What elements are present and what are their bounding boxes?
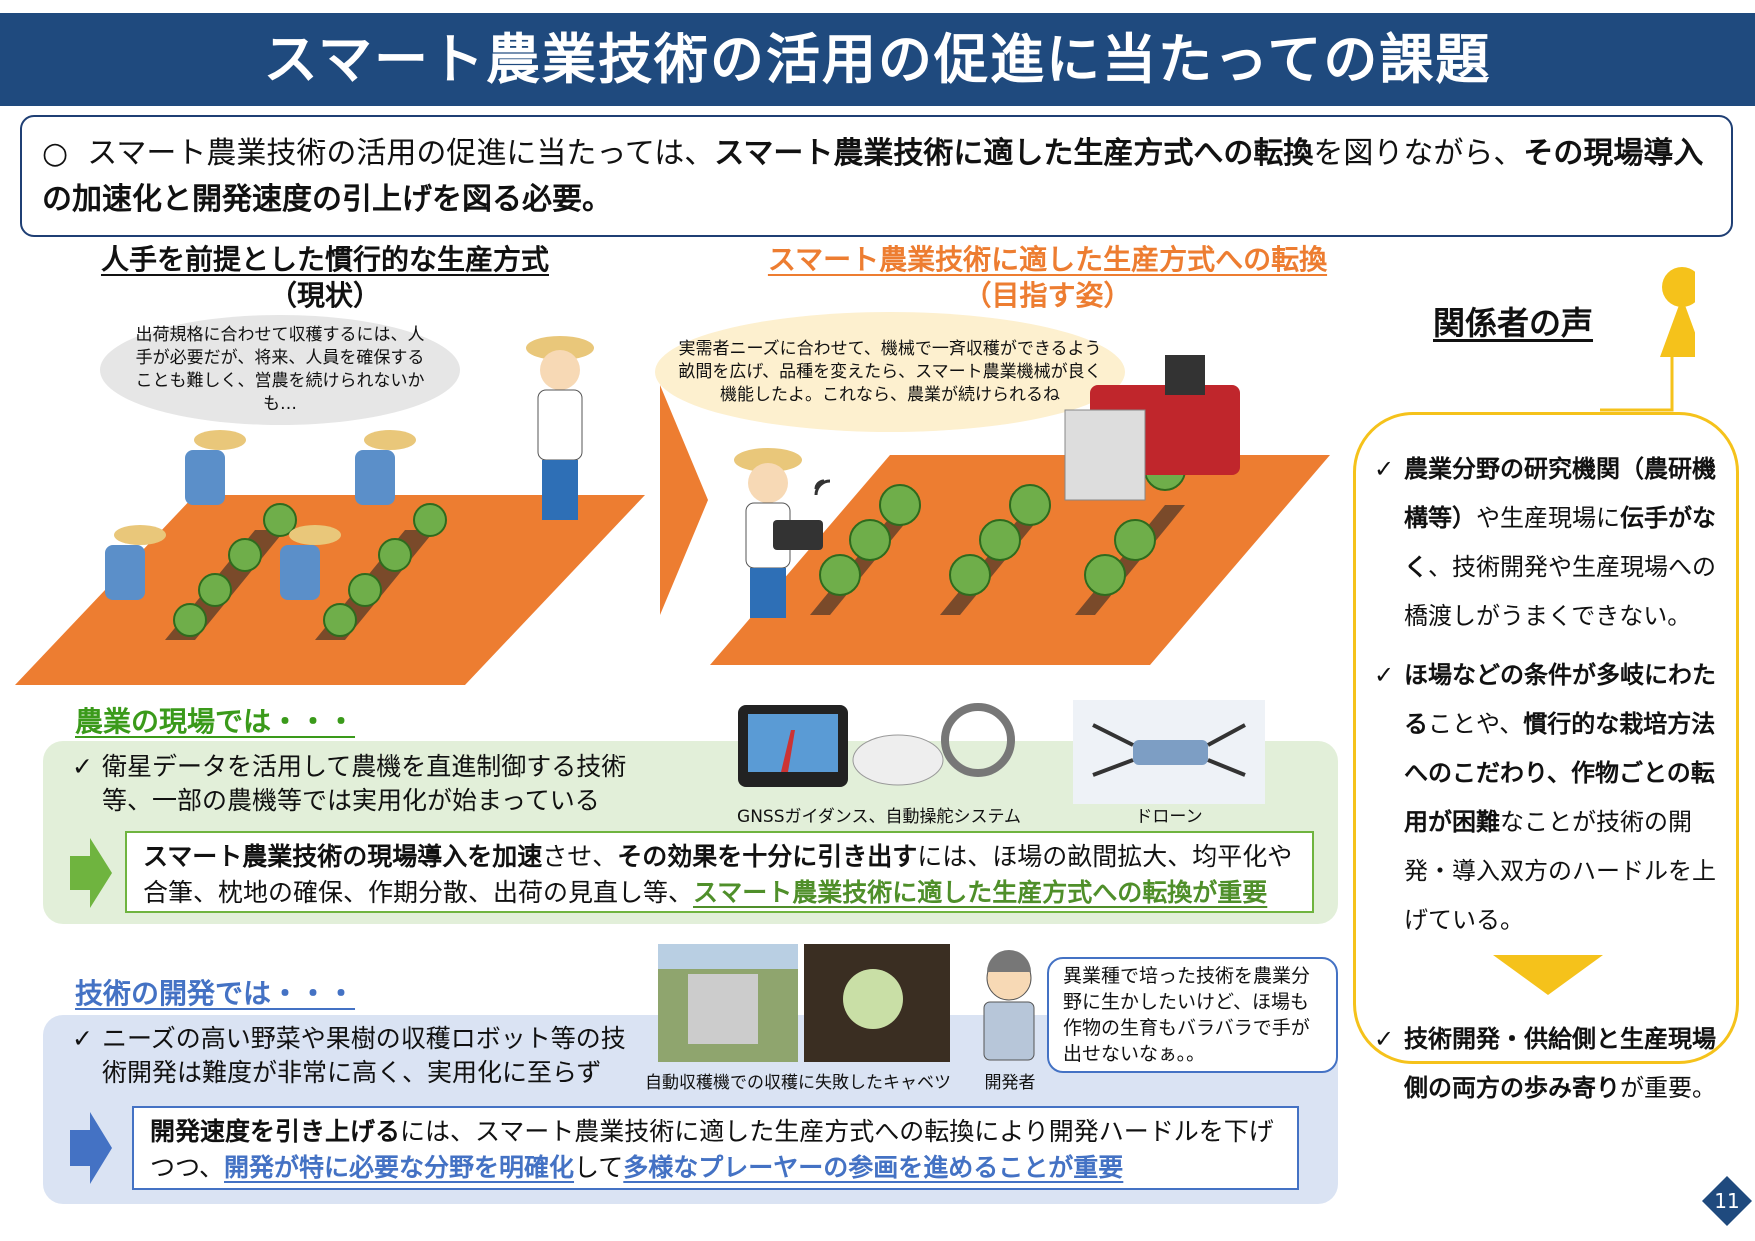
field-point: ✓衛星データを活用して農機を直進制御する技術等、一部の農機等では実用化が始まって…	[72, 752, 627, 815]
smart-field-illustration	[710, 355, 1330, 665]
farmer-speech-bubble: 出荷規格に合わせて収穫するには、人手が必要だが、将来、人員を確保することも難しく…	[100, 315, 460, 425]
blue-arrow-icon	[70, 1112, 112, 1184]
emphasis-text: 開発が特に必要な分野を明確化	[224, 1153, 575, 1182]
voice-item: ほ場などの条件が多岐にわたることや、慣行的な栽培方法へのこだわり、作物ごとの転用…	[1374, 651, 1722, 945]
green-arrow-icon	[70, 838, 112, 908]
summary-text: スマート農業技術の活用の促進に当たっては、	[87, 136, 715, 171]
developer-speech-bubble: 異業種で培った技術を農業分野に生かしたいけど、ほ場も作物の生育もバラバラで手が出…	[1047, 957, 1338, 1073]
field-conclusion-box: スマート農業技術の現場導入を加速させ、その効果を十分に引き出すには、ほ場の畝間拡…	[125, 831, 1314, 913]
gnss-autosteer-photo	[738, 703, 1015, 787]
heading-text: 関係者の声	[1433, 304, 1594, 342]
summary-bold: その現場導入の加速化と開発速度の引上げを図る必要。	[42, 136, 1704, 217]
emphasis-text: スマート農業技術に適した生産方式への転換が重要	[693, 878, 1268, 907]
page-number: 11	[1702, 1176, 1752, 1226]
photo-caption: 自動収穫機での収穫に失敗したキャベツ	[645, 1073, 951, 1093]
heading-text: 人手を前提とした慣行的な生産方式	[100, 243, 549, 276]
bold-text: スマート農業技術の現場導入を加速	[143, 842, 543, 871]
voices-box: 農業分野の研究機関（農研機構等）や生産現場に伝手がなく、技術開発や生産現場への橋…	[1353, 412, 1739, 1102]
voice-bold: 伝手がなく	[1404, 504, 1716, 581]
voice-text: ことや、	[1428, 710, 1524, 738]
point-text: ニーズの高い野菜や果樹の収穫ロボット等の技術開発は難度が非常に高く、実用化に至ら…	[102, 1024, 626, 1087]
developer-caption: 開発者	[984, 1073, 1036, 1093]
text: には、ほ場の畝間拡大、均平化や合筆、枕地の確保、作期分散、出荷の見直し等、	[143, 842, 1293, 907]
heading-text: スマート農業技術に適した生産方式への転換	[767, 243, 1328, 276]
voice-bold: 技術開発・供給側と生産現場側の両方の歩み寄り	[1404, 1025, 1716, 1102]
voice-text: や生産現場に	[1476, 504, 1620, 532]
failed-harvest-photos	[658, 944, 950, 1062]
voice-text: なことが技術の開発・導入双方のハードルを上げている。	[1404, 808, 1716, 934]
heading-text: 技術の開発では・・・	[75, 977, 356, 1010]
page-title: スマート農業技術の活用の促進に当たっての課題	[0, 13, 1755, 106]
voice-text: 、技術開発や生産現場への橋渡しがうまくできない。	[1404, 553, 1716, 630]
heading-sub: （目指す姿）	[963, 279, 1132, 312]
summary-text: を図りながら、	[1313, 136, 1524, 171]
farmer-illustration	[526, 336, 594, 520]
voice-bold: 農業分野の研究機関（農研機構等）	[1404, 455, 1716, 532]
voice-conclusion: 技術開発・供給側と生産現場側の両方の歩み寄りが重要。	[1374, 1015, 1722, 1113]
target-heading: スマート農業技術に適した生産方式への転換（目指す姿）	[740, 242, 1355, 314]
text: には、スマート農業技術に適した生産方式への転換により開発ハードルを下げつつ、	[150, 1117, 1274, 1182]
speaker-icon	[1600, 267, 1695, 412]
speech-text: 異業種で培った技術を農業分野に生かしたいけど、ほ場も作物の生育もバラバラで手が出…	[1063, 965, 1311, 1065]
dev-heading: 技術の開発では・・・	[75, 972, 355, 1012]
speech-text: 出荷規格に合わせて収穫するには、人手が必要だが、将来、人員を確保することも難しく…	[135, 325, 425, 414]
point-text: 衛星データを活用して農機を直進制御する技術等、一部の農機等では実用化が始まってい…	[102, 752, 627, 815]
drone-caption: ドローン	[1135, 807, 1203, 827]
summary-bold: スマート農業技術に適した生産方式への転換	[714, 136, 1314, 171]
farmer-speech-bubble: 実需者ニーズに合わせて、機械で一斉収穫ができるよう畝間を広げ、品種を変えたら、ス…	[655, 312, 1125, 432]
drone-photo	[1073, 700, 1265, 804]
gnss-caption: GNSSガイダンス、自動操舵システム	[737, 807, 1021, 827]
voices-heading: 関係者の声	[1433, 298, 1593, 344]
voice-bold: 慣行的な栽培方法へのこだわり、作物ごとの転用が困難	[1404, 710, 1716, 836]
field-heading: 農業の現場では・・・	[75, 700, 355, 740]
down-arrow-icon	[1493, 955, 1603, 995]
bullet: ○	[42, 136, 69, 171]
speech-text: 実需者ニーズに合わせて、機械で一斉収穫ができるよう畝間を広げ、品種を変えたら、ス…	[678, 338, 1102, 405]
bold-text: その効果を十分に引き出す	[617, 842, 918, 871]
manual-field-illustration	[15, 430, 645, 685]
voice-text: が重要。	[1620, 1074, 1716, 1102]
heading-sub: （現状）	[268, 279, 381, 312]
voice-bold: ほ場などの条件が多岐にわたる	[1404, 661, 1716, 738]
emphasis-text: 多様なプレーヤーの参画を進めることが重要	[623, 1153, 1124, 1182]
transition-arrow-icon	[660, 385, 708, 615]
summary-box: ○ スマート農業技術の活用の促進に当たっては、スマート農業技術に適した生産方式へ…	[20, 115, 1733, 237]
heading-text: 農業の現場では・・・	[75, 705, 356, 738]
voice-item: 農業分野の研究機関（農研機構等）や生産現場に伝手がなく、技術開発や生産現場への橋…	[1374, 445, 1722, 641]
text: して	[574, 1153, 624, 1182]
current-heading: 人手を前提とした慣行的な生産方式（現状）	[60, 242, 590, 314]
developer-illustration	[983, 950, 1035, 1061]
bold-text: 開発速度を引き上げる	[150, 1117, 401, 1146]
farmer-with-tablet-illustration	[734, 448, 831, 618]
dev-conclusion-box: 開発速度を引き上げるには、スマート農業技術に適した生産方式への転換により開発ハー…	[132, 1106, 1299, 1190]
dev-point: ✓ニーズの高い野菜や果樹の収穫ロボット等の技術開発は難度が非常に高く、実用化に至…	[72, 1024, 626, 1087]
text: させ、	[542, 842, 618, 871]
page-number-text: 11	[1714, 1189, 1740, 1213]
